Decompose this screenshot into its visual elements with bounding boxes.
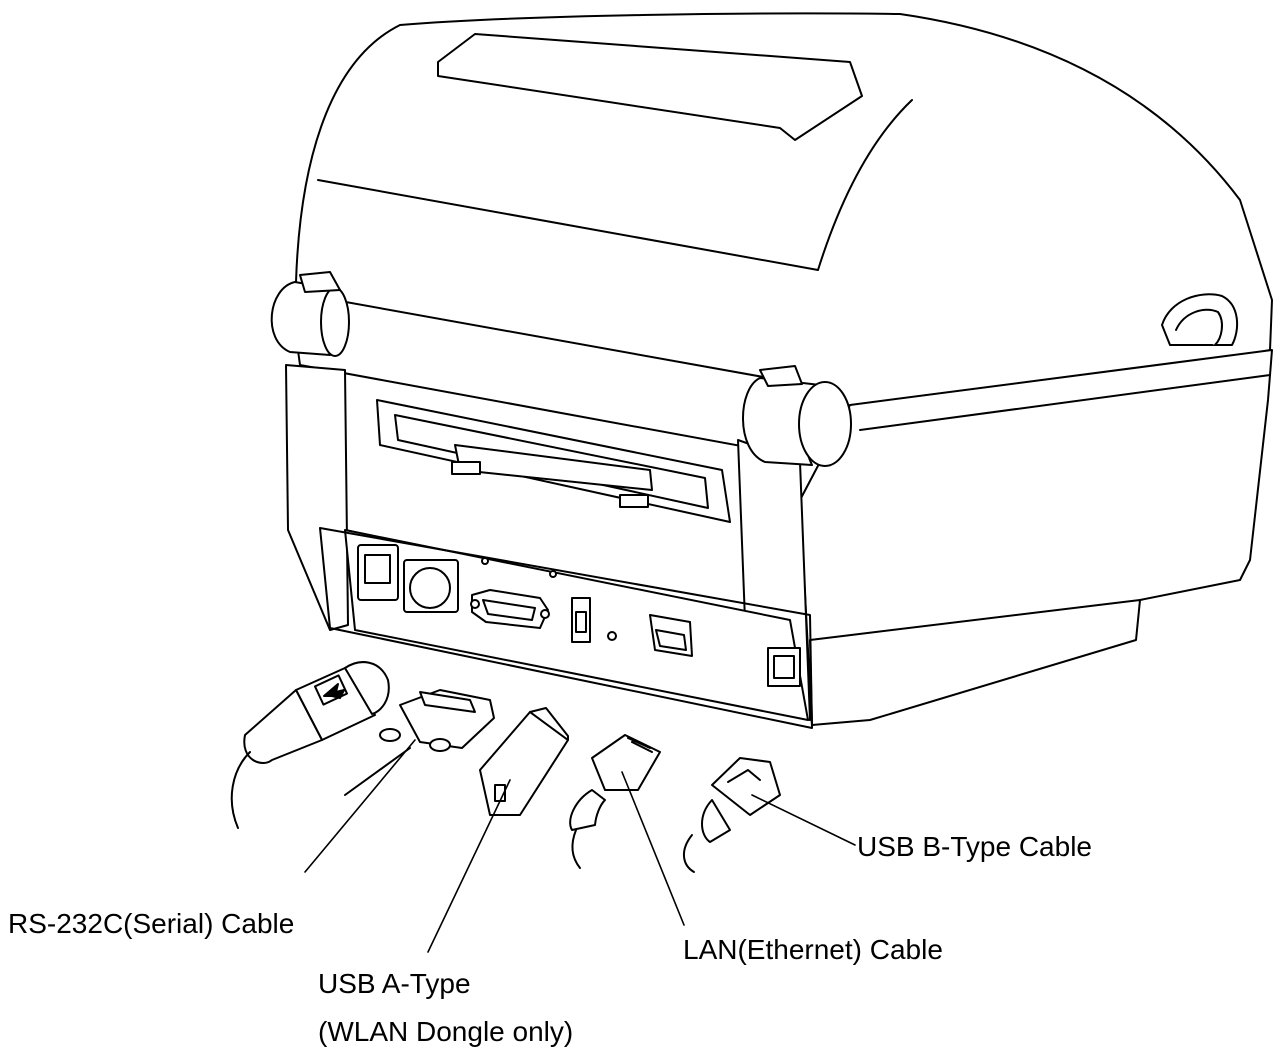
serial-screw-left (470, 599, 480, 609)
cover-release-button-inner (1175, 308, 1223, 346)
usb-a-type-label: USB A-Type (318, 968, 471, 999)
power-jack (409, 567, 451, 609)
printer-left-leg (285, 364, 349, 631)
usb-a-dongle (479, 707, 569, 816)
usb-a-port-inner (575, 611, 587, 633)
lan-cable-wire (571, 829, 581, 869)
right-hinge-tab (759, 365, 803, 387)
usb-b-cable (683, 757, 781, 873)
panel-screw-1 (481, 557, 489, 565)
lan-cable-strain-relief (569, 789, 606, 831)
serial-port-inner (482, 599, 536, 621)
power-switch-rocker (364, 554, 391, 584)
serial-thumbscrew-left (379, 728, 401, 742)
media-guide-clip-right (619, 494, 649, 508)
lan-plug-contacts (627, 737, 653, 753)
left-hinge-tab (299, 271, 341, 293)
media-guide-clip-left (451, 461, 481, 475)
printer-top-cover (295, 12, 1273, 431)
power-plug-strain-relief (243, 689, 323, 764)
power-cable-wire (230, 751, 251, 829)
power-plug-arrow (323, 683, 345, 699)
lan-port-inner (655, 629, 687, 651)
printer-right-body-edge (859, 374, 1271, 431)
leader-line-usb-a (427, 779, 511, 953)
printer-hinges (270, 271, 852, 467)
serial-thumbscrew-right (429, 738, 451, 752)
media-feed-slot (376, 399, 731, 523)
connector-ports (357, 544, 801, 687)
usb-b-port-inner (773, 655, 795, 679)
usb-b-cable-strain-relief (701, 799, 731, 843)
lan-cable (569, 734, 661, 869)
leader-line-lan (621, 771, 685, 926)
leader-line-usb-b (751, 794, 856, 846)
serial-screw-right (540, 609, 550, 619)
power-plug-tip (344, 661, 390, 715)
lan-plug-body (591, 734, 661, 791)
lan-cable-label: LAN(Ethernet) Cable (683, 934, 943, 965)
usb-b-plug-body (711, 757, 781, 816)
leader-lines (304, 739, 856, 953)
printer-bottom-tray (809, 599, 1141, 726)
panel-screw-2 (549, 570, 557, 578)
power-cable (230, 661, 390, 829)
printer-body (285, 12, 1273, 729)
led-indicator (607, 631, 617, 641)
usb-a-type-note: (WLAN Dongle only) (318, 1016, 574, 1047)
usb-dongle-plug (529, 707, 569, 741)
printer-cover-window (437, 33, 863, 141)
left-hinge-cap (320, 287, 350, 357)
printer-cover-seam (317, 179, 819, 271)
leader-line-rs232 (304, 739, 416, 873)
right-hinge-cap (798, 381, 852, 467)
usb-b-plug-logo-area (727, 769, 761, 783)
cables (230, 661, 781, 873)
serial-cable-wire (344, 747, 411, 796)
printer-cover-seam-right (817, 99, 913, 271)
rs232-cable-label: RS-232C(Serial) Cable (8, 908, 295, 939)
usb-b-cable-wire (683, 834, 695, 873)
printer-lower-frame (319, 527, 813, 729)
usb-b-cable-label: USB B-Type Cable (857, 831, 1092, 862)
serial-cable (344, 689, 495, 796)
serial-connector-hood (419, 691, 476, 713)
